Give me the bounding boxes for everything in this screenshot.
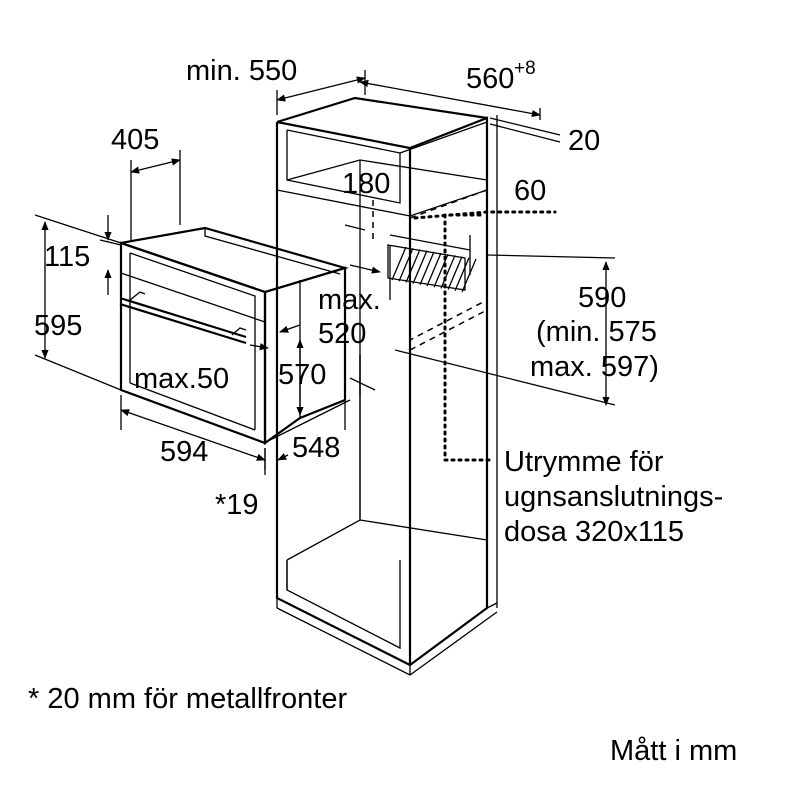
label-570: 570 bbox=[278, 359, 326, 391]
connection-box bbox=[387, 244, 477, 293]
hatch-line bbox=[419, 251, 435, 286]
label-595: 595 bbox=[34, 310, 82, 342]
label-594: 594 bbox=[160, 436, 208, 468]
hatch-line bbox=[405, 249, 421, 283]
hatch-line bbox=[461, 258, 477, 293]
hatch-line bbox=[426, 252, 442, 287]
label-180: 180 bbox=[342, 168, 390, 200]
callout-line-1: Utrymme för bbox=[504, 446, 664, 478]
units-note: Mått i mm bbox=[610, 735, 737, 767]
footnote-metal-fronts: * 20 mm för metallfronter bbox=[28, 683, 347, 715]
label-548: 548 bbox=[292, 432, 340, 464]
label-20: 20 bbox=[568, 125, 600, 157]
hatch-line bbox=[391, 246, 407, 281]
label-115: 115 bbox=[44, 241, 90, 273]
label-405: 405 bbox=[111, 124, 159, 156]
hatch-line bbox=[440, 255, 456, 289]
dimension-lines bbox=[34, 70, 616, 475]
callout-line-3: dosa 320x115 bbox=[504, 516, 684, 548]
label-max-597: max. 597) bbox=[530, 351, 659, 383]
connection-box-callout: Utrymme för ugnsanslutnings- dosa 320x11… bbox=[504, 446, 723, 548]
label-60: 60 bbox=[514, 175, 546, 207]
label-max: max. bbox=[318, 284, 381, 316]
hatch-line bbox=[398, 247, 414, 282]
dimension-labels: min. 550 560 +8 20 405 180 60 115 595 ma… bbox=[34, 55, 659, 521]
niche-outline bbox=[409, 188, 488, 351]
label-590: 590 bbox=[578, 282, 626, 314]
oven-unit bbox=[119, 226, 349, 446]
hatch-line bbox=[447, 256, 463, 290]
label-min-575: (min. 575 bbox=[536, 316, 657, 348]
label-max-50: max.50 bbox=[134, 363, 229, 395]
label-560: 560 bbox=[466, 63, 514, 95]
label-star-19: *19 bbox=[215, 489, 259, 521]
tall-cabinet bbox=[275, 96, 498, 676]
label-560-tolerance: +8 bbox=[514, 58, 536, 79]
callout-line-2: ugnsanslutnings- bbox=[504, 481, 723, 513]
label-min-550: min. 550 bbox=[186, 55, 297, 87]
hatch-line bbox=[454, 257, 470, 292]
label-520: 520 bbox=[318, 318, 366, 350]
hatch-line bbox=[412, 250, 428, 284]
